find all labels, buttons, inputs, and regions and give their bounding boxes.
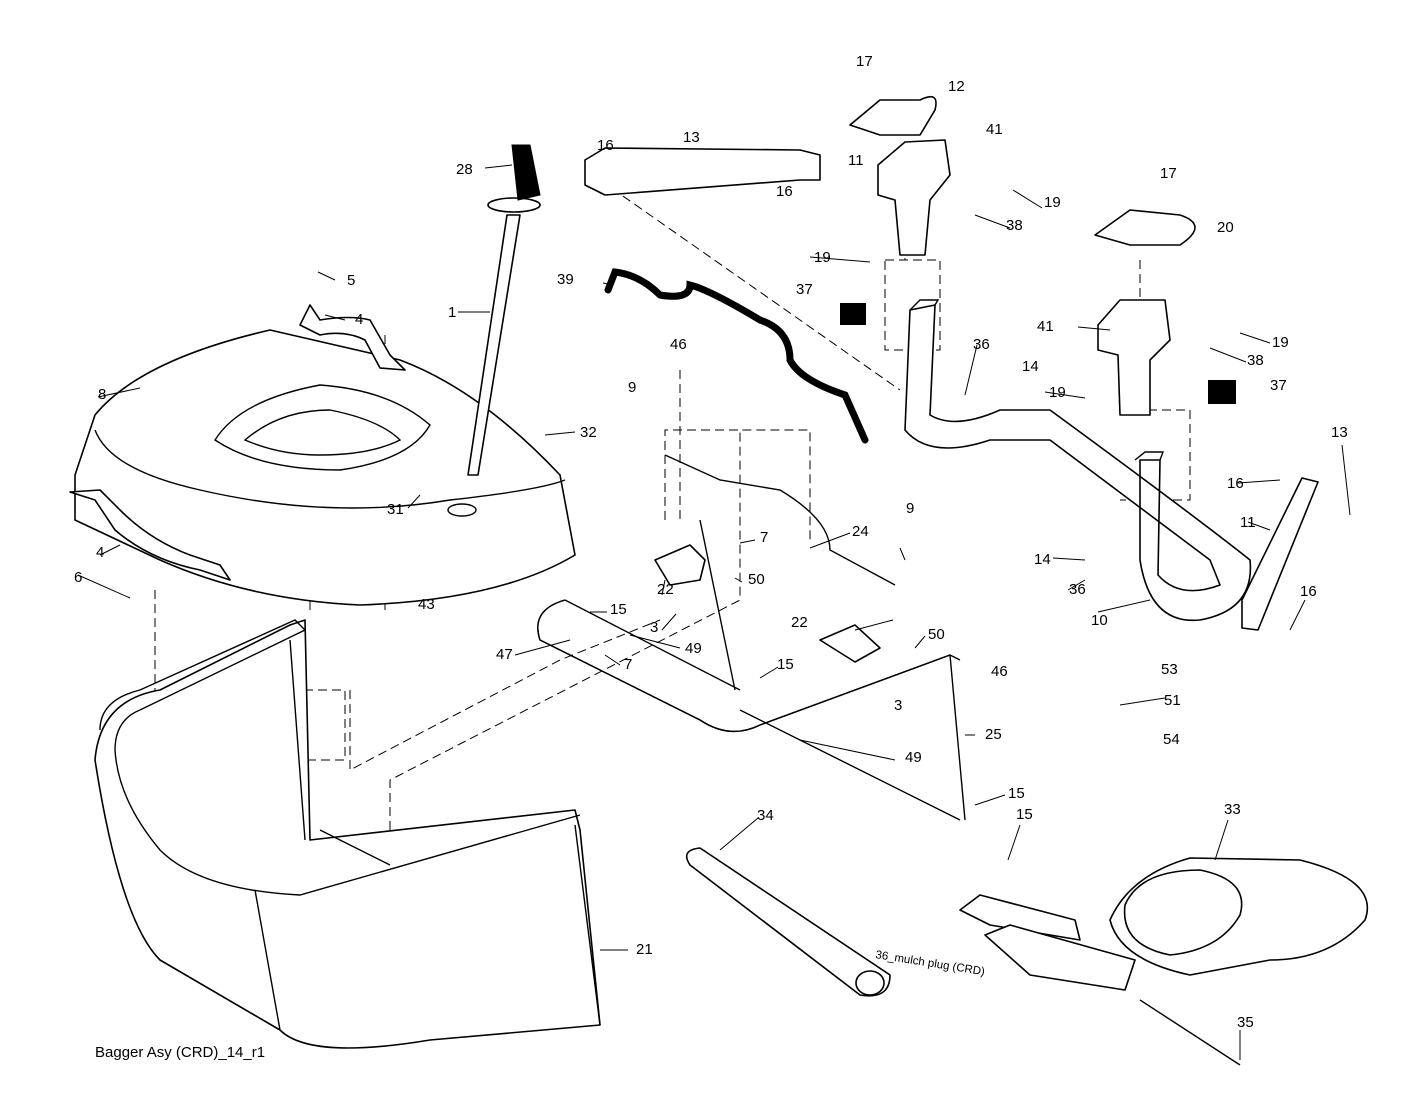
callout: 17 <box>1160 165 1177 182</box>
part-21-grass-bag <box>94 619 601 1049</box>
callout: 19 <box>814 249 831 266</box>
callout: 5 <box>347 272 355 289</box>
part-41-bracket-left <box>877 139 951 256</box>
callout: 10 <box>1091 612 1108 629</box>
leader-lines <box>77 164 1351 1060</box>
callout: 9 <box>906 500 914 517</box>
callout: 51 <box>1164 692 1181 709</box>
part-11-strap-top <box>584 147 821 196</box>
callout: 7 <box>624 656 632 673</box>
callout: 25 <box>985 726 1002 743</box>
callout: 28 <box>456 161 473 178</box>
part-20-clip <box>1094 209 1196 246</box>
part-11-strap-right <box>1241 477 1319 631</box>
callout: 50 <box>928 626 945 643</box>
callout: 49 <box>905 749 922 766</box>
callout: 4 <box>96 544 104 561</box>
callout: 50 <box>748 571 765 588</box>
part-24-rod <box>664 454 896 586</box>
callout: 6 <box>74 569 82 586</box>
part-33-34-mulch-plug <box>685 847 1369 1066</box>
callout: 11 <box>1240 514 1256 531</box>
part-1-rod <box>467 214 521 476</box>
diagram-caption: Bagger Asy (CRD)_14_r1 <box>95 1044 266 1061</box>
callout: 39 <box>557 271 574 288</box>
callout: 19 <box>1272 334 1289 351</box>
callout: 7 <box>760 529 768 546</box>
part-41-bracket-right <box>1097 299 1171 416</box>
part-37-cap-right <box>1208 380 1236 404</box>
part-4-handle-side <box>69 489 231 581</box>
callout: 36 <box>1069 581 1086 598</box>
part-8-bagger-lid <box>74 329 576 606</box>
callout: 24 <box>852 523 869 540</box>
callout: 46 <box>991 663 1008 680</box>
callout: 41 <box>986 121 1003 138</box>
callout: 38 <box>1247 352 1264 369</box>
callout: 1 <box>448 304 456 321</box>
callout: 38 <box>1006 217 1023 234</box>
callout: 16 <box>597 137 614 154</box>
callout: 15 <box>1016 806 1033 823</box>
callout: 21 <box>636 941 653 958</box>
callout: 32 <box>580 424 597 441</box>
callout: 3 <box>650 619 658 636</box>
part-47-frame <box>537 519 966 821</box>
callout: 15 <box>610 601 627 618</box>
callout: 20 <box>1217 219 1234 236</box>
part-28-grip <box>511 144 541 201</box>
callout: 3 <box>894 697 902 714</box>
callout: 36 <box>973 336 990 353</box>
callout: 9 <box>628 379 636 396</box>
callout: 53 <box>1161 661 1178 678</box>
callout: 16 <box>776 183 793 200</box>
callout: 13 <box>683 129 700 146</box>
callout: 22 <box>791 614 808 631</box>
callout: 13 <box>1331 424 1348 441</box>
callout: 19 <box>1049 384 1066 401</box>
callout: 37 <box>1270 377 1287 394</box>
callout: 12 <box>948 78 965 95</box>
callout: 16 <box>1227 475 1244 492</box>
callout: 43 <box>418 596 435 613</box>
callout: 35 <box>1237 1014 1254 1031</box>
callout: 17 <box>856 53 873 70</box>
callout: 34 <box>757 807 774 824</box>
mulch-plug-note: 36_mulch plug (CRD) <box>875 949 986 978</box>
callout: 4 <box>355 311 363 328</box>
callout: 8 <box>98 386 106 403</box>
callout: 49 <box>685 640 702 657</box>
callout: 31 <box>387 501 404 518</box>
part-12-clip <box>849 95 937 136</box>
callout: 11 <box>848 152 864 169</box>
part-28-washer <box>487 197 541 213</box>
callout: 14 <box>1022 358 1039 375</box>
part-39-wire-rod <box>604 268 869 444</box>
callout: 14 <box>1034 551 1051 568</box>
callout: 37 <box>796 281 813 298</box>
callout: 19 <box>1044 194 1061 211</box>
callout: 46 <box>670 336 687 353</box>
part-10-handle-tube <box>904 299 1252 622</box>
callout: 16 <box>1300 583 1317 600</box>
callout: 22 <box>657 581 674 598</box>
callout: 41 <box>1037 318 1054 335</box>
callout: 15 <box>777 656 794 673</box>
callout: 15 <box>1008 785 1025 802</box>
callout: 54 <box>1163 731 1180 748</box>
part-4-handle-top <box>299 304 406 371</box>
callout: 47 <box>496 646 513 663</box>
callout: 33 <box>1224 801 1241 818</box>
part-37-cap-left <box>840 303 866 325</box>
